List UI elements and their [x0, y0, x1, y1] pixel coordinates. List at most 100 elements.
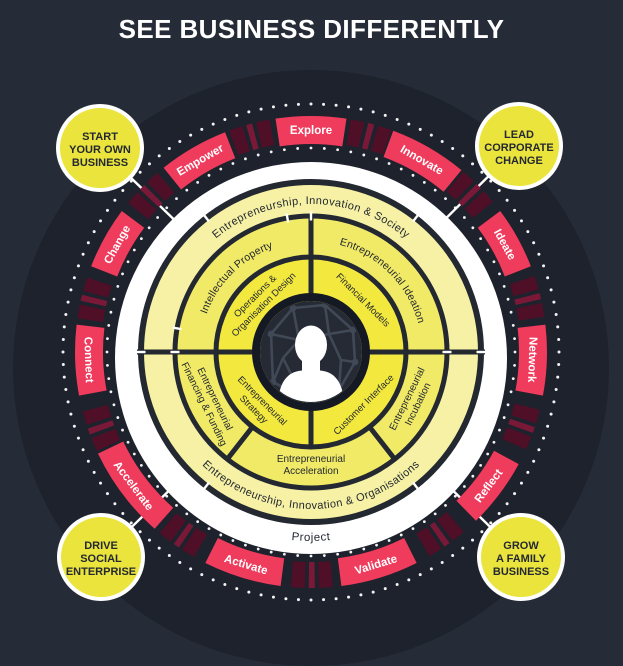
- outer-dot: [480, 530, 484, 534]
- tick-mark: [229, 126, 250, 156]
- outer-dot: [322, 102, 326, 106]
- action-band-connect: [75, 324, 107, 396]
- inner-dot: [513, 350, 517, 354]
- outer-dot: [99, 219, 103, 223]
- outer-dot: [537, 252, 541, 256]
- bubble-label-line: BUSINESS: [493, 566, 549, 578]
- outer-dot: [497, 188, 501, 192]
- action-band-network: [515, 324, 547, 396]
- inner-dot: [322, 554, 326, 557]
- outer-dot: [66, 400, 70, 404]
- outer-dot: [526, 470, 530, 474]
- bubble-label-line: CORPORATE: [484, 142, 553, 154]
- outer-dot: [471, 162, 475, 166]
- tick-mark: [308, 561, 315, 589]
- tick-mark: [511, 403, 540, 424]
- tick-mark: [255, 119, 275, 148]
- inner-dot: [492, 440, 496, 444]
- outer-dot: [519, 481, 523, 485]
- outer-dot: [407, 122, 411, 126]
- action-band-change: [91, 210, 145, 277]
- inner-dot: [362, 153, 366, 157]
- tick-mark: [128, 192, 157, 220]
- tick-mark: [139, 184, 163, 208]
- outer-dot: [178, 140, 182, 144]
- outer-dot: [223, 117, 227, 121]
- outer-dot: [64, 388, 68, 392]
- bubble-label-line: GROW: [503, 540, 539, 552]
- tick-mark: [147, 172, 175, 201]
- outer-dot: [121, 188, 125, 192]
- outer-dot: [334, 597, 338, 601]
- outer-dot: [542, 436, 546, 440]
- inner-dot: [165, 494, 169, 498]
- project-label-text: Project: [291, 531, 331, 544]
- outer-dot: [537, 448, 541, 452]
- inner-dot: [453, 206, 457, 210]
- outer-dot: [167, 146, 171, 150]
- outer-dot: [359, 593, 363, 597]
- outer-dot: [147, 538, 151, 542]
- bubble-label-line: BUSINESS: [72, 157, 128, 169]
- outer-dot: [138, 530, 142, 534]
- outer-dot: [72, 276, 76, 280]
- outer-dot: [489, 521, 493, 525]
- tick-mark: [290, 561, 306, 588]
- segment-divider: [225, 425, 255, 461]
- inner-dot: [296, 147, 300, 150]
- outer-dot: [178, 560, 182, 564]
- outer-dot: [69, 412, 73, 416]
- outer-dot: [549, 288, 553, 292]
- inner-dot: [121, 428, 124, 432]
- middle-segment-label-entrepreneurial-acceleration-line: Entrepreneurial: [277, 454, 345, 465]
- action-label: Explore: [290, 125, 332, 137]
- tick-mark: [87, 420, 115, 435]
- outer-dot: [296, 102, 300, 106]
- outer-dot: [418, 573, 422, 577]
- inner-dot: [513, 363, 516, 367]
- inner-dot: [175, 503, 178, 507]
- inner-dot: [231, 162, 235, 165]
- inner-dot: [498, 272, 501, 276]
- action-band-ideate: [477, 210, 531, 277]
- outer-dot: [92, 230, 96, 234]
- project-label: Project: [291, 531, 331, 544]
- inner-dot: [165, 206, 169, 210]
- page-title: SEE BUSINESS DIFFERENTLY: [118, 14, 505, 44]
- outer-dot: [461, 546, 465, 550]
- action-label: Connect: [81, 337, 95, 384]
- inner-dot: [309, 554, 313, 558]
- inner-dot: [471, 226, 475, 230]
- inner-dot: [109, 310, 113, 314]
- outer-dot: [546, 424, 550, 428]
- inner-dot: [185, 512, 189, 516]
- inner-dot: [126, 440, 130, 444]
- inner-dot: [322, 147, 326, 150]
- outer-dot: [429, 567, 433, 571]
- outer-dot: [129, 179, 133, 183]
- inner-dot: [513, 337, 516, 341]
- outer-dot: [347, 105, 351, 109]
- inner-dot: [433, 188, 437, 192]
- outer-dot: [519, 219, 523, 223]
- inner-dot: [471, 474, 475, 478]
- outer-dot: [407, 578, 411, 582]
- tick-mark-groups: [77, 119, 545, 589]
- inner-dot: [509, 390, 513, 394]
- bubble-label-line: START: [82, 131, 118, 143]
- outer-dot: [513, 492, 517, 496]
- outer-dot: [554, 312, 558, 316]
- person-network-icon: [278, 325, 344, 402]
- outer-dot: [284, 103, 288, 107]
- inner-dot: [219, 533, 223, 537]
- outer-dot: [113, 198, 117, 202]
- outer-dot: [247, 590, 251, 594]
- outer-dot: [235, 587, 239, 591]
- outer-dot: [105, 208, 109, 212]
- bubble-label-line: CHANGE: [495, 155, 543, 167]
- outer-dot: [271, 595, 275, 599]
- outer-dot: [62, 325, 66, 329]
